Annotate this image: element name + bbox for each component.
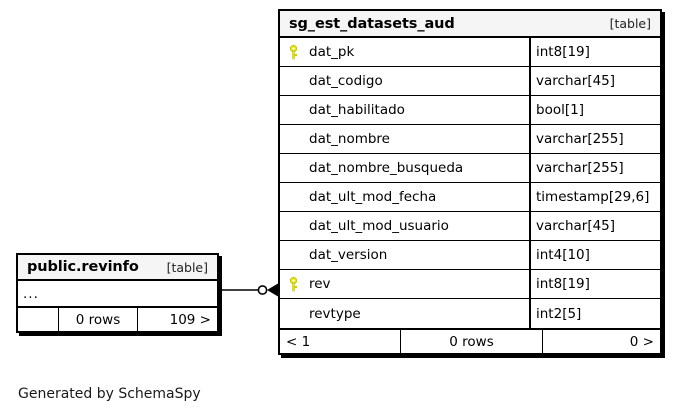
table-header: sg_est_datasets_aud [table] bbox=[280, 11, 660, 38]
footer-row-count: 0 rows bbox=[59, 308, 138, 331]
column-type: varchar[255] bbox=[536, 131, 624, 147]
table-footer: 0 rows 109 > bbox=[18, 306, 217, 331]
column-name: dat_version bbox=[309, 247, 388, 263]
table-row[interactable]: dat_nombre_busqueda varchar[255] bbox=[280, 154, 660, 183]
column-name-cell: dat_nombre_busqueda bbox=[280, 154, 531, 182]
relationship-connector bbox=[219, 283, 278, 297]
column-name: dat_ult_mod_fecha bbox=[309, 189, 437, 205]
table-row[interactable]: dat_codigo varchar[45] bbox=[280, 67, 660, 96]
crowsfoot-arrow-icon bbox=[267, 283, 278, 297]
table-row[interactable]: revtype int2[5] bbox=[280, 299, 660, 328]
generated-by-caption: Generated by SchemaSpy bbox=[18, 386, 201, 402]
column-name: revtype bbox=[309, 305, 361, 322]
zero-cardinality-circle bbox=[257, 285, 268, 295]
column-name: dat_nombre bbox=[309, 131, 390, 147]
column-name-cell: dat_nombre bbox=[280, 125, 531, 153]
table-row[interactable]: dat_nombre varchar[255] bbox=[280, 125, 660, 154]
footer-next-page[interactable]: 109 > bbox=[169, 311, 211, 328]
column-type: int8[19] bbox=[536, 276, 590, 292]
column-name-cell: dat_pk bbox=[280, 38, 531, 66]
footer-prev-page[interactable] bbox=[18, 308, 59, 331]
column-type: int8[19] bbox=[536, 44, 590, 60]
column-name: dat_ult_mod_usuario bbox=[309, 218, 449, 234]
table-node-sg-est-datasets-aud[interactable]: sg_est_datasets_aud [table] dat_pk int8[… bbox=[278, 9, 662, 355]
footer-prev-page[interactable]: < 1 bbox=[280, 330, 401, 353]
key-icon-glyph bbox=[289, 44, 298, 59]
footer-next-page[interactable]: 0 > bbox=[629, 333, 654, 350]
table-row[interactable]: rev int8[19] bbox=[280, 270, 660, 299]
column-name: dat_pk bbox=[309, 44, 355, 60]
column-name: dat_codigo bbox=[309, 73, 383, 89]
column-type: timestamp[29,6] bbox=[536, 189, 650, 205]
column-name-cell: dat_version bbox=[280, 241, 531, 269]
table-row[interactable]: dat_habilitado bool[1] bbox=[280, 96, 660, 125]
column-list: dat_pk int8[19] dat_codigo varchar[45] d… bbox=[280, 38, 660, 328]
column-name-cell: dat_ult_mod_usuario bbox=[280, 212, 531, 240]
column-name-cell: rev bbox=[280, 270, 531, 298]
table-node-public-revinfo[interactable]: public.revinfo [table] ... 0 rows 109 > bbox=[16, 253, 219, 333]
table-row[interactable]: dat_pk int8[19] bbox=[280, 38, 660, 67]
column-name-cell: revtype bbox=[280, 299, 531, 328]
key-icon bbox=[287, 276, 309, 292]
column-name: dat_nombre_busqueda bbox=[309, 160, 464, 176]
table-row[interactable]: dat_ult_mod_usuario varchar[45] bbox=[280, 212, 660, 241]
table-header: public.revinfo [table] bbox=[18, 255, 217, 281]
table-row[interactable]: dat_ult_mod_fecha timestamp[29,6] bbox=[280, 183, 660, 212]
column-name: rev bbox=[309, 276, 331, 292]
table-footer: < 1 0 rows 0 > bbox=[280, 328, 660, 353]
column-type: bool[1] bbox=[536, 102, 584, 118]
footer-row-count: 0 rows bbox=[401, 330, 543, 353]
collapsed-columns-ellipsis[interactable]: ... bbox=[23, 285, 39, 302]
column-name-cell: dat_codigo bbox=[280, 67, 531, 95]
key-icon-glyph bbox=[289, 276, 298, 291]
column-name: dat_habilitado bbox=[309, 102, 405, 118]
table-title: public.revinfo bbox=[27, 259, 139, 275]
column-type: varchar[45] bbox=[536, 73, 616, 89]
column-type: int4[10] bbox=[536, 247, 590, 263]
table-kind-label: [table] bbox=[166, 259, 208, 275]
table-row[interactable]: dat_version int4[10] bbox=[280, 241, 660, 270]
table-kind-label: [table] bbox=[609, 16, 651, 31]
column-type: varchar[255] bbox=[536, 160, 624, 176]
table-title: sg_est_datasets_aud bbox=[289, 15, 455, 32]
key-icon bbox=[287, 44, 309, 60]
column-type: int2[5] bbox=[536, 305, 582, 322]
column-type: varchar[45] bbox=[536, 218, 616, 234]
column-name-cell: dat_ult_mod_fecha bbox=[280, 183, 531, 211]
column-name-cell: dat_habilitado bbox=[280, 96, 531, 124]
